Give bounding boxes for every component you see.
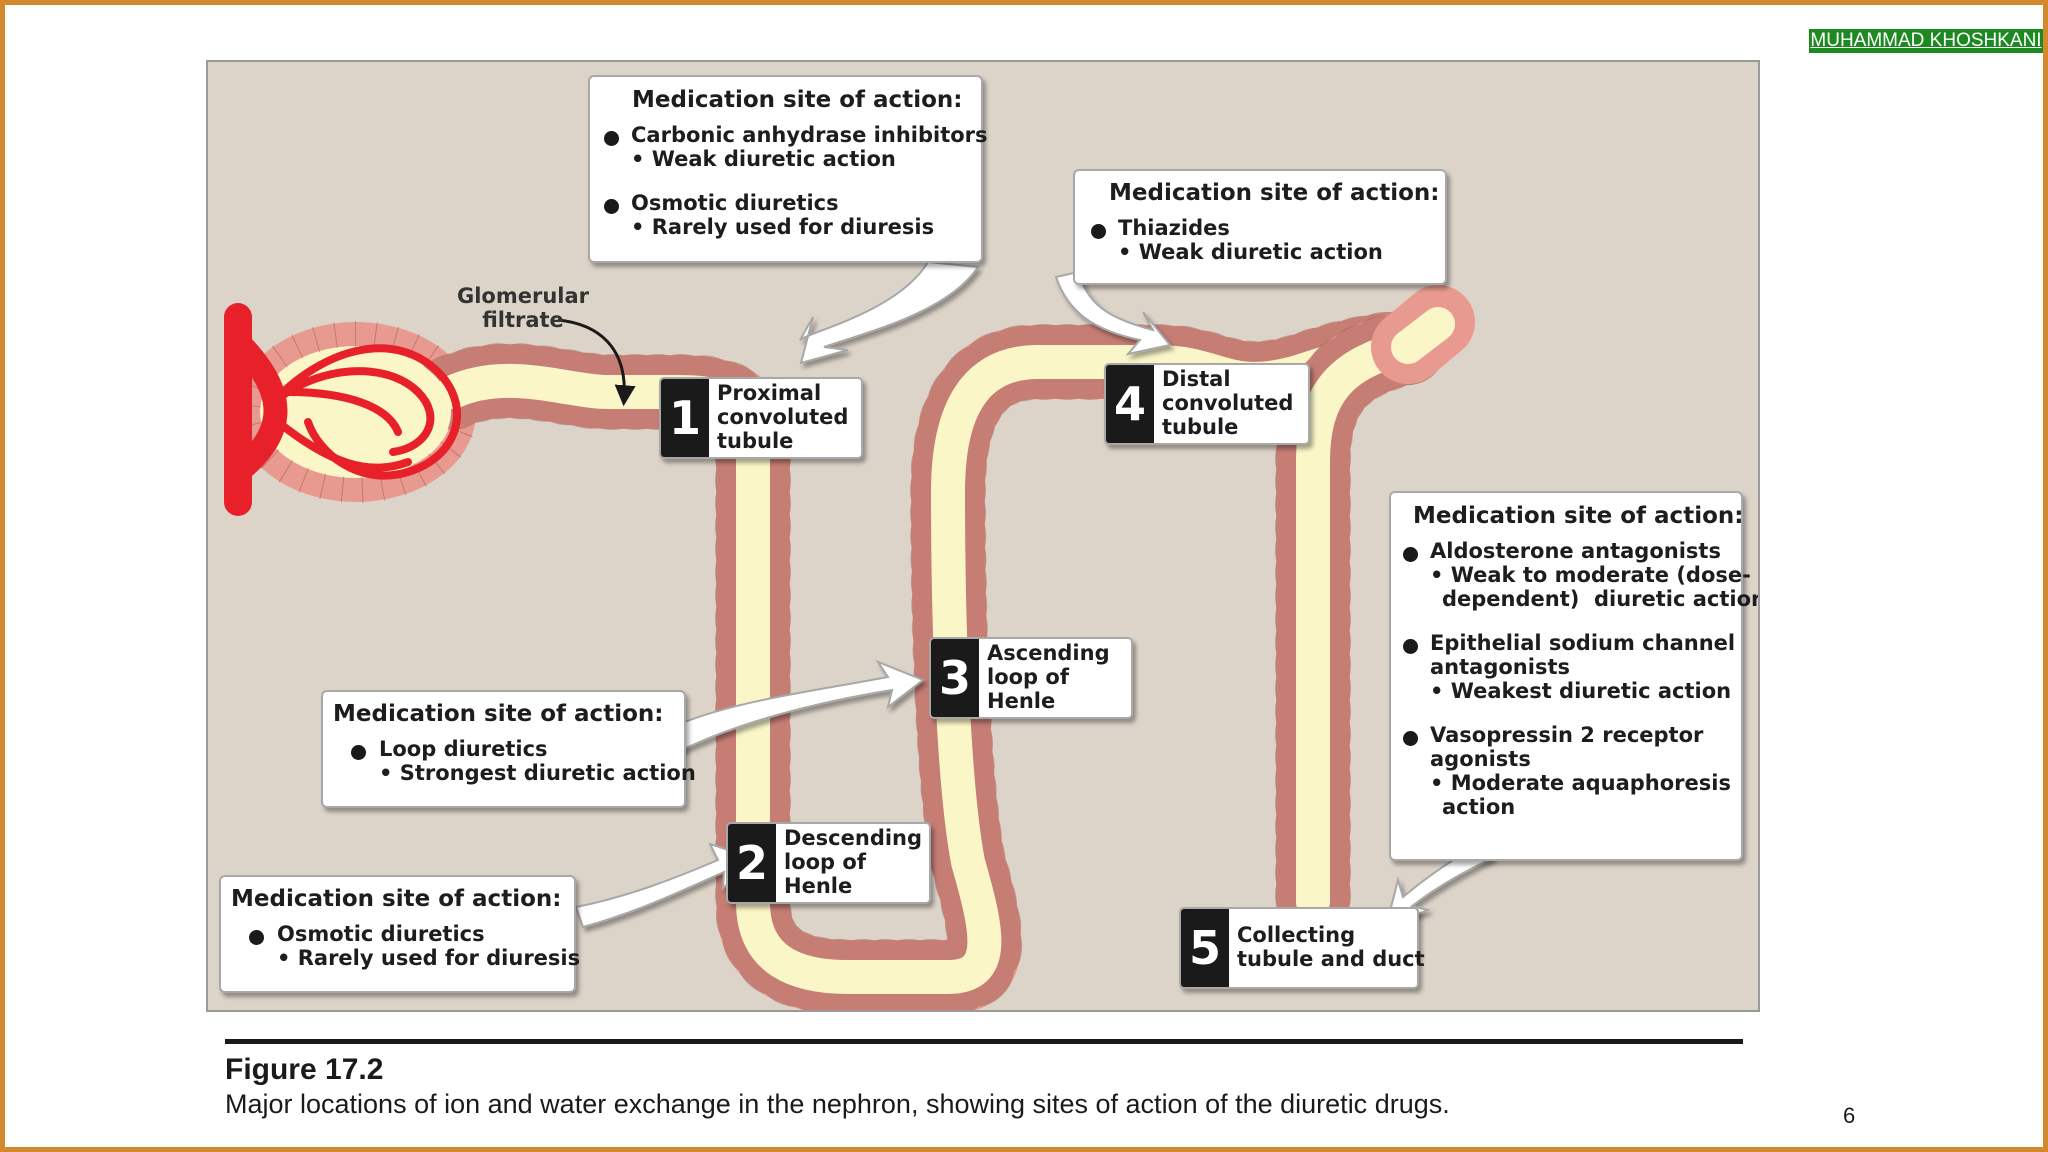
medication-box-distal: Medication site of action: Thiazides • W…	[1073, 169, 1447, 285]
medication-box-heading: Medication site of action:	[1109, 180, 1440, 206]
segment-name: Ascending loop of Henle	[987, 641, 1110, 713]
bullet-icon	[1403, 547, 1418, 562]
nephron-diagram: Glomerular filtrate Medication site of a…	[206, 60, 1760, 1012]
drug-effect: • Moderate aquaphoresis action	[1430, 771, 1731, 819]
bullet-icon	[1403, 731, 1418, 746]
bullet-icon	[351, 745, 366, 760]
segment-label-proximal: 1 Proximal convoluted tubule	[659, 377, 863, 459]
drug-entry: Aldosterone antagonists • Weak to modera…	[1401, 539, 1760, 611]
drug-name: Vasopressin 2 receptor agonists	[1430, 723, 1704, 771]
drug-entry: Carbonic anhydrase inhibitors • Weak diu…	[602, 123, 988, 171]
drug-effect: • Rarely used for diuresis	[277, 946, 581, 970]
drug-name: Osmotic diuretics	[277, 922, 485, 946]
author-badge: MUHAMMAD KHOSHKANI	[1809, 29, 2043, 53]
segment-name: Descending loop of Henle	[784, 826, 923, 898]
segment-name: Collecting tubule and duct	[1237, 923, 1425, 971]
segment-number: 1	[661, 379, 709, 457]
segment-number: 2	[728, 824, 776, 902]
drug-name: Thiazides	[1118, 216, 1230, 240]
figure-number: Figure 17.2	[225, 1053, 384, 1086]
drug-name: Osmotic diuretics	[631, 191, 839, 215]
page-number: 6	[1843, 1103, 1856, 1128]
segment-label-collecting: 5 Collecting tubule and duct	[1179, 907, 1425, 989]
drug-name: Epithelial sodium channel antagonists	[1430, 631, 1736, 679]
drug-name: Loop diuretics	[379, 737, 548, 761]
drug-entry: Thiazides • Weak diuretic action	[1089, 216, 1431, 264]
caption-divider	[225, 1039, 1743, 1044]
bullet-icon	[604, 199, 619, 214]
medication-box-heading: Medication site of action:	[1413, 503, 1744, 529]
glomerular-filtrate-label: Glomerular filtrate	[456, 284, 590, 332]
drug-effect: • Weakest diuretic action	[1430, 679, 1732, 703]
segment-label-descending: 2 Descending loop of Henle	[726, 822, 931, 904]
drug-effect: • Strongest diuretic action	[379, 761, 696, 785]
segment-name: Proximal convoluted tubule	[717, 381, 849, 453]
segment-number: 3	[931, 639, 979, 717]
drug-effect: • Weak diuretic action	[631, 147, 896, 171]
drug-entry: Epithelial sodium channel antagonists • …	[1401, 631, 1735, 703]
drug-name: Carbonic anhydrase inhibitors	[631, 123, 988, 147]
bullet-icon	[1403, 639, 1418, 654]
drug-entry: Osmotic diuretics • Rarely used for diur…	[602, 191, 967, 239]
bullet-icon	[1091, 224, 1106, 239]
medication-box-heading: Medication site of action:	[333, 701, 664, 727]
filtrate-arrow	[557, 318, 636, 407]
drug-entry: Osmotic diuretics • Rarely used for diur…	[231, 922, 581, 970]
segment-label-distal: 4 Distal convoluted tubule	[1104, 363, 1310, 445]
segment-label-ascending: 3 Ascending loop of Henle	[929, 637, 1133, 719]
glomerulus	[224, 303, 462, 516]
medication-box-ascending: Medication site of action: Loop diuretic…	[321, 690, 696, 808]
medication-box-descending: Medication site of action: Osmotic diure…	[219, 875, 581, 993]
drug-name: Aldosterone antagonists	[1430, 539, 1721, 563]
bullet-icon	[249, 930, 264, 945]
segment-number: 4	[1106, 365, 1154, 443]
drug-entry: Loop diuretics • Strongest diuretic acti…	[333, 737, 696, 785]
medication-box-heading: Medication site of action:	[231, 886, 562, 912]
segment-number: 5	[1181, 909, 1229, 987]
drug-effect: • Weak diuretic action	[1118, 240, 1383, 264]
medication-box-collecting: Medication site of action: Aldosterone a…	[1389, 491, 1760, 861]
drug-effect: • Rarely used for diuresis	[631, 215, 935, 239]
callout-arrows	[574, 260, 1495, 929]
segment-name: Distal convoluted tubule	[1162, 367, 1294, 439]
figure-caption: Major locations of ion and water exchang…	[225, 1089, 1450, 1119]
bullet-icon	[604, 131, 619, 146]
drug-effect: • Weak to moderate (dose- dependent) diu…	[1430, 563, 1760, 611]
medication-box-proximal: Medication site of action: Carbonic anhy…	[588, 75, 988, 263]
medication-box-heading: Medication site of action:	[632, 87, 963, 113]
drug-entry: Vasopressin 2 receptor agonists • Modera…	[1401, 723, 1735, 819]
